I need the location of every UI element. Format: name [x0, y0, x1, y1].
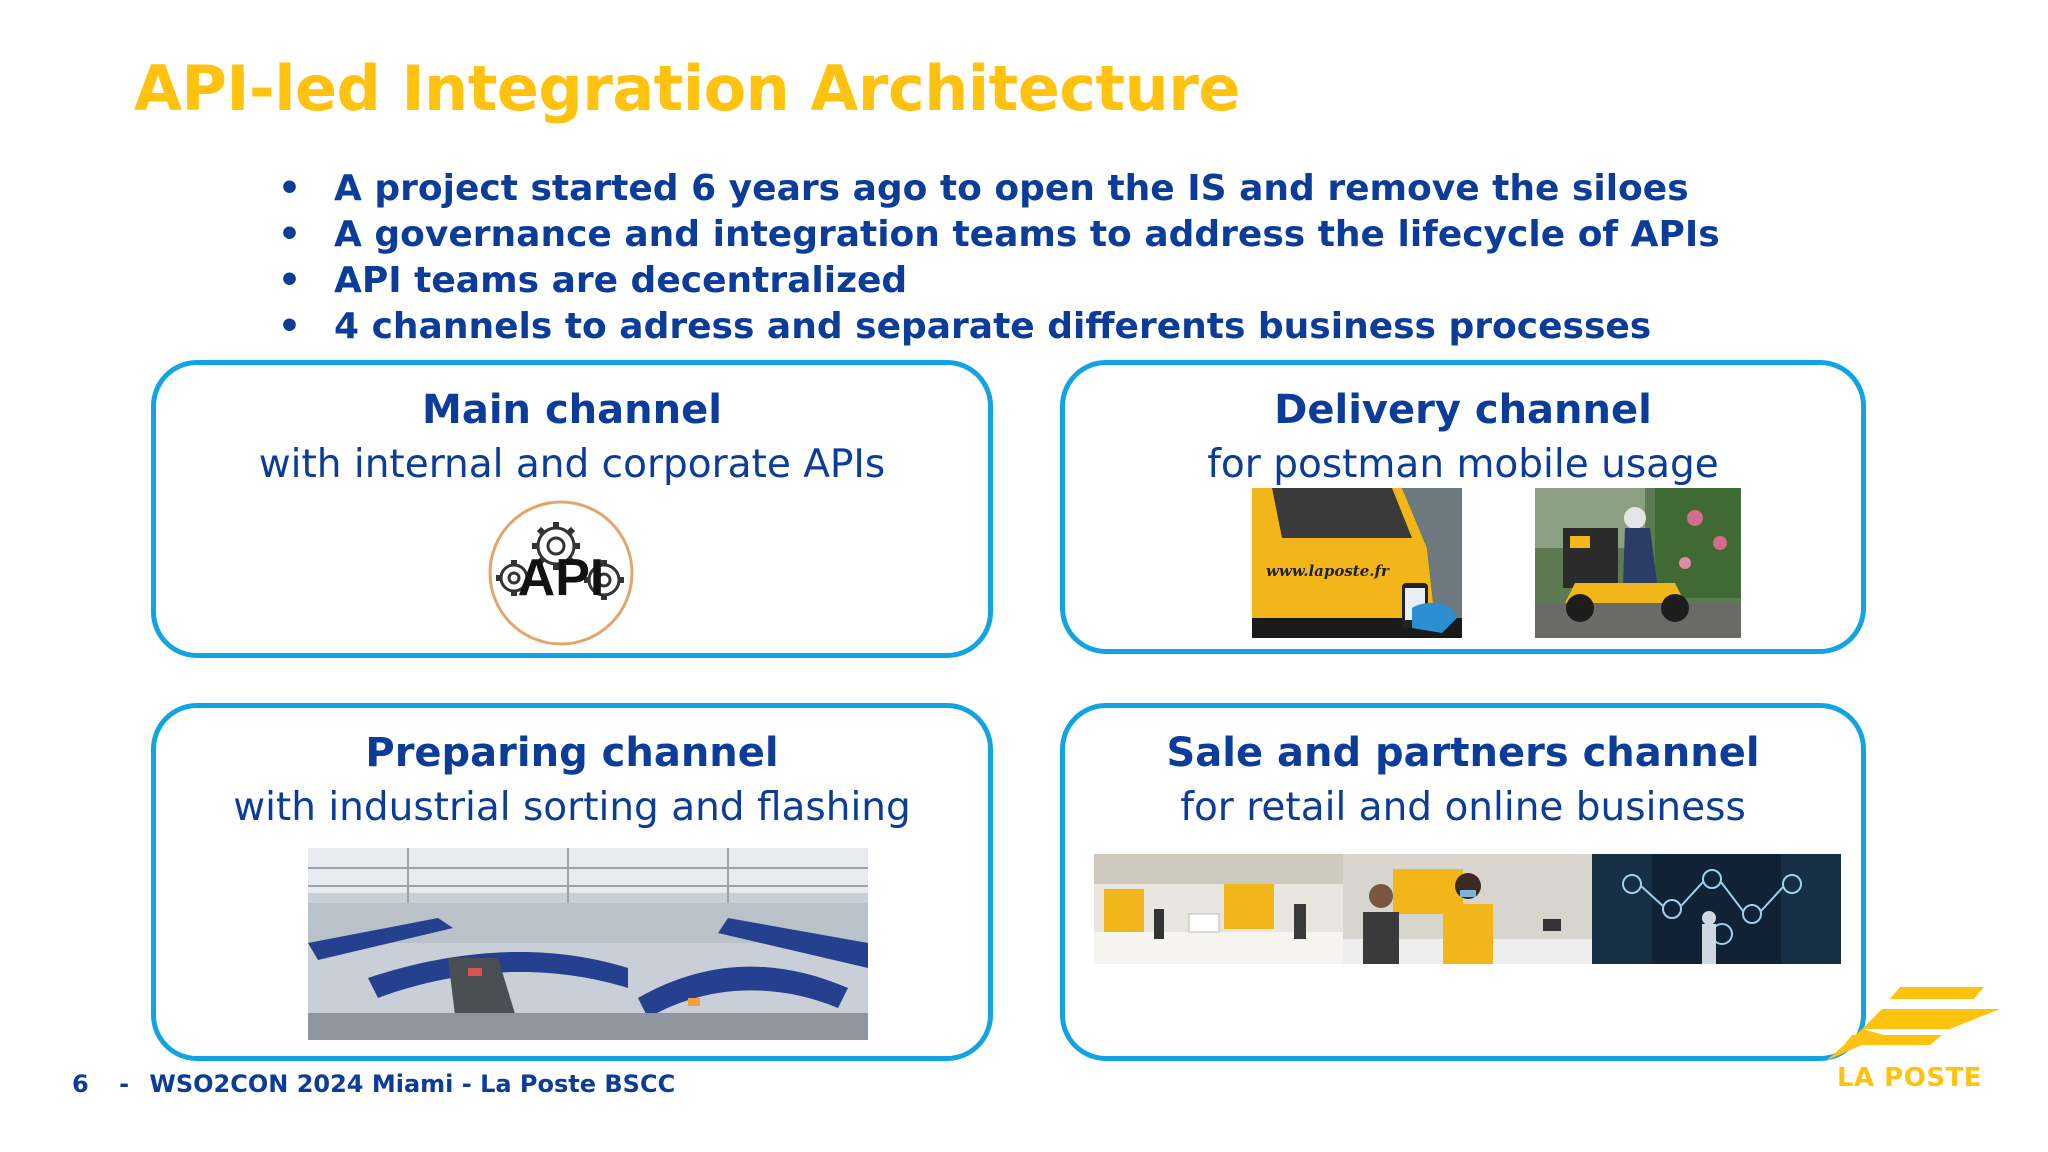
digital-network-photo	[1592, 854, 1841, 964]
retail-staff-photo	[1343, 854, 1592, 964]
main-channel-card: Main channel with internal and corporate…	[151, 360, 993, 658]
page-number: 6	[72, 1070, 89, 1098]
delivery-scooter-photo	[1535, 488, 1741, 638]
bullet-text: A project started 6 years ago to open th…	[334, 168, 1689, 209]
footer-text: WSO2CON 2024 Miami - La Poste BSCC	[149, 1070, 676, 1098]
bullet-item: • API teams are decentralized	[278, 258, 1720, 304]
bullet-item: • A governance and integration teams to a…	[278, 212, 1720, 258]
sale-partners-channel-title: Sale and partners channel	[1166, 730, 1760, 776]
bullet-text: A governance and integration teams to ad…	[334, 214, 1720, 255]
delivery-channel-card: Delivery channel for postman mobile usag…	[1060, 360, 1866, 654]
delivery-van-photo: www.laposte.fr	[1252, 488, 1462, 638]
delivery-channel-title: Delivery channel	[1274, 387, 1652, 433]
preparing-channel-card: Preparing channel with industrial sortin…	[151, 703, 993, 1061]
api-icon-text: API	[518, 549, 605, 607]
retail-office-photo	[1094, 854, 1343, 964]
preparing-channel-title: Preparing channel	[365, 730, 779, 776]
van-url-text: www.laposte.fr	[1266, 562, 1390, 580]
bullet-dot: •	[278, 168, 302, 209]
bullet-dot: •	[278, 214, 302, 255]
bullet-list: • A project started 6 years ago to open t…	[278, 166, 1720, 350]
bullet-text: API teams are decentralized	[334, 260, 908, 301]
bullet-text: 4 channels to adress and separate differ…	[334, 306, 1652, 347]
delivery-channel-subtitle: for postman mobile usage	[1207, 442, 1719, 487]
sale-partners-channel-subtitle: for retail and online business	[1180, 785, 1746, 830]
footer-separator: -	[119, 1070, 130, 1098]
slide-title: API-led Integration Architecture	[134, 52, 1240, 125]
la-poste-logo: LA POSTE	[1822, 985, 2002, 1095]
api-gears-icon: API	[486, 498, 636, 648]
logo-text: LA POSTE	[1836, 1063, 1983, 1093]
main-channel-subtitle: with internal and corporate APIs	[258, 442, 886, 487]
bullet-dot: •	[278, 306, 302, 347]
bullet-item: • A project started 6 years ago to open t…	[278, 166, 1720, 212]
sale-partners-channel-card: Sale and partners channel for retail and…	[1060, 703, 1866, 1061]
main-channel-title: Main channel	[422, 387, 722, 433]
sorting-center-photo	[308, 848, 868, 1040]
bullet-dot: •	[278, 260, 302, 301]
slide-footer: 6 - WSO2CON 2024 Miami - La Poste BSCC	[72, 1070, 679, 1098]
bullet-item: • 4 channels to adress and separate diffe…	[278, 304, 1720, 350]
preparing-channel-subtitle: with industrial sorting and flashing	[233, 785, 911, 830]
